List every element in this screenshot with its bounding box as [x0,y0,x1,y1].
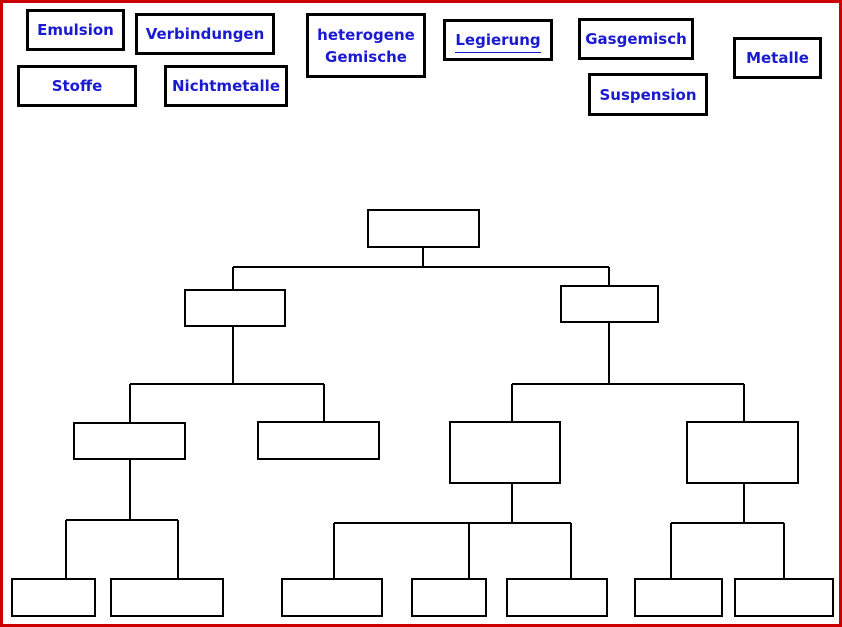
card-label: Legierung [455,31,541,53]
card-label-line1: heterogene [317,25,415,44]
tree-slot-l2-c[interactable] [449,421,561,484]
tree-slot-l3-d[interactable] [411,578,487,617]
tree-slot-l2-d[interactable] [686,421,799,484]
card-label: Verbindungen [145,25,265,43]
card-label: Nichtmetalle [172,77,280,95]
card-label: Gasgemisch [585,30,687,48]
tree-connectors [65,247,785,579]
tree-slot-l2-b[interactable] [257,421,380,460]
tree-slot-l3-b[interactable] [110,578,224,617]
tree-slot-l1-left[interactable] [184,289,286,327]
card-verbindungen[interactable]: Verbindungen [135,13,275,55]
card-nichtmetalle[interactable]: Nichtmetalle [164,65,288,107]
tree-slot-l3-e[interactable] [506,578,608,617]
card-label: Emulsion [37,21,114,39]
card-gasgemisch[interactable]: Gasgemisch [578,18,694,60]
card-label: Stoffe [51,77,103,95]
card-heterogene-gemische[interactable]: heterogene Gemische [306,13,426,78]
tree-slot-l3-g[interactable] [734,578,834,617]
tree-slot-l3-a[interactable] [11,578,96,617]
card-suspension[interactable]: Suspension [588,73,708,116]
card-label-line2: Gemische [325,47,407,66]
card-emulsion[interactable]: Emulsion [26,9,125,51]
card-label: Suspension [599,85,697,104]
card-legierung[interactable]: Legierung [443,19,553,61]
tree-slot-l3-f[interactable] [634,578,723,617]
card-metalle[interactable]: Metalle [733,37,822,79]
tree-slot-l2-a[interactable] [73,422,186,460]
card-label: Metalle [746,49,809,67]
tree-slot-root[interactable] [367,209,480,248]
card-stoffe[interactable]: Stoffe [17,65,137,107]
tree-slot-l1-right[interactable] [560,285,659,323]
tree-slot-l3-c[interactable] [281,578,383,617]
